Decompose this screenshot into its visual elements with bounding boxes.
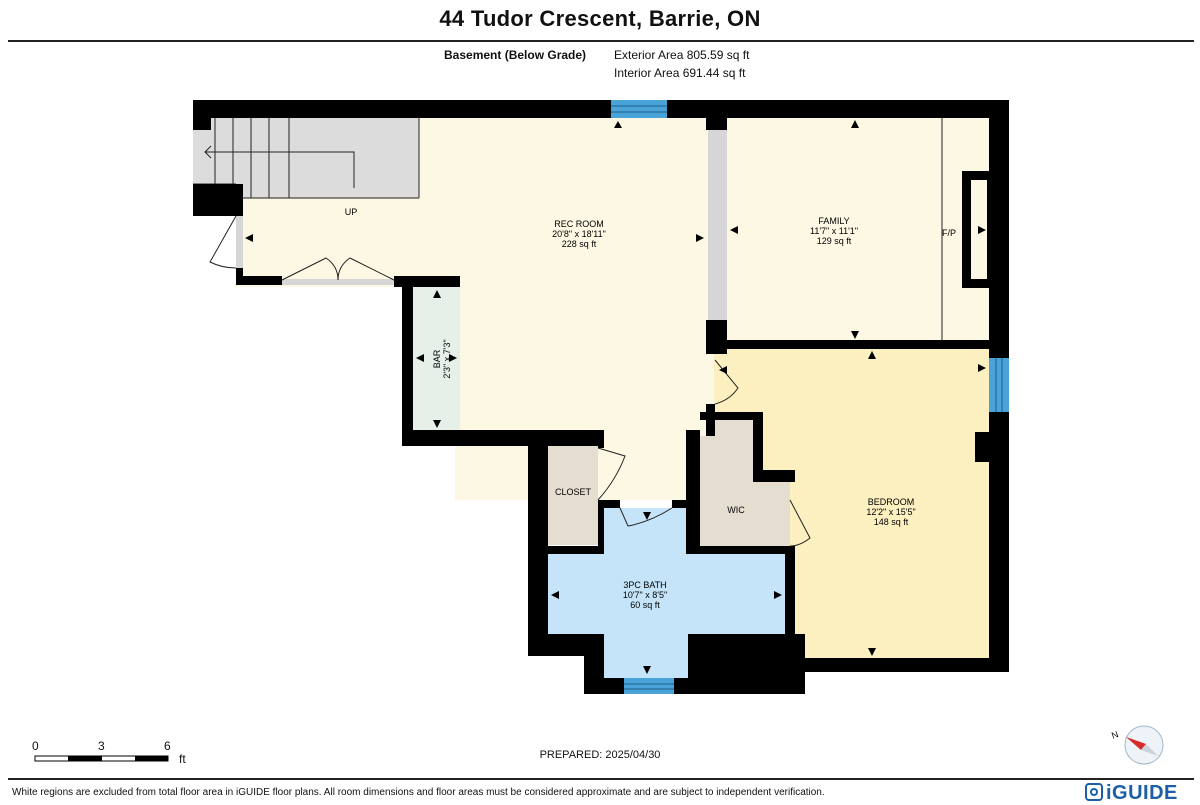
bedroom-dims: 12'2" x 15'5" [866, 507, 915, 517]
entry-opening [282, 279, 394, 285]
brand-name: iGUIDE [1106, 782, 1178, 804]
rec-room-fill-entry [600, 430, 680, 500]
bedroom-name: BEDROOM [868, 497, 915, 507]
stairs-label: UP [345, 207, 358, 217]
bath-name: 3PC BATH [623, 580, 666, 590]
scale-unit: ft [179, 752, 186, 766]
scale-tick-6: 6 [164, 739, 171, 753]
family-area: 129 sq ft [817, 236, 852, 246]
plan-title: 44 Tudor Crescent, Barrie, ON [439, 6, 761, 31]
brand-mark-icon [1085, 783, 1103, 801]
wic-name: WIC [727, 505, 745, 515]
family-fill [727, 117, 989, 343]
window-bath [624, 678, 674, 694]
dimension-arrows [245, 120, 986, 674]
walls [193, 100, 1009, 694]
closet-name: CLOSET [555, 487, 592, 497]
exterior-area: Exterior Area 805.59 sq ft [614, 48, 750, 62]
rec-room-area: 228 sq ft [562, 239, 597, 249]
scale-tick-3: 3 [98, 739, 105, 753]
compass-north-label: N [1110, 729, 1120, 741]
disclaimer: White regions are excluded from total fl… [12, 787, 825, 798]
compass-icon: N [1110, 725, 1164, 765]
window-bedroom [989, 358, 1009, 412]
footer-rule [8, 778, 1194, 780]
header-rule [8, 40, 1194, 42]
wic-fill [697, 420, 790, 546]
bar-name: BAR [432, 349, 442, 368]
prepared-date: PREPARED: 2025/04/30 [539, 749, 661, 761]
bath-area: 60 sq ft [630, 600, 660, 610]
closet-fill [548, 440, 598, 545]
window-lines [611, 105, 1003, 690]
scale-bar [34, 755, 169, 762]
floor-label: Basement (Below Grade) [444, 48, 587, 62]
bath-dims: 10'7" x 8'5" [623, 590, 667, 600]
window-top [611, 100, 667, 118]
rec-room-name: REC ROOM [554, 219, 604, 229]
bedroom-area: 148 sq ft [874, 517, 909, 527]
rec-room-dims: 20'8" x 18'11" [552, 229, 606, 239]
scale-tick-0: 0 [32, 739, 39, 753]
family-name: FAMILY [818, 216, 849, 226]
bar-dims: 2'3" x 7'3" [442, 339, 452, 378]
bath-fill [548, 508, 785, 678]
rec-family-opening [708, 130, 727, 320]
family-dims: 11'7" x 11'1" [810, 226, 858, 236]
door-swings [209, 215, 811, 547]
interior-area: Interior Area 691.44 sq ft [614, 66, 746, 80]
fp-label: F/P [942, 228, 956, 238]
brand-logo: iGUIDE [1085, 782, 1178, 805]
